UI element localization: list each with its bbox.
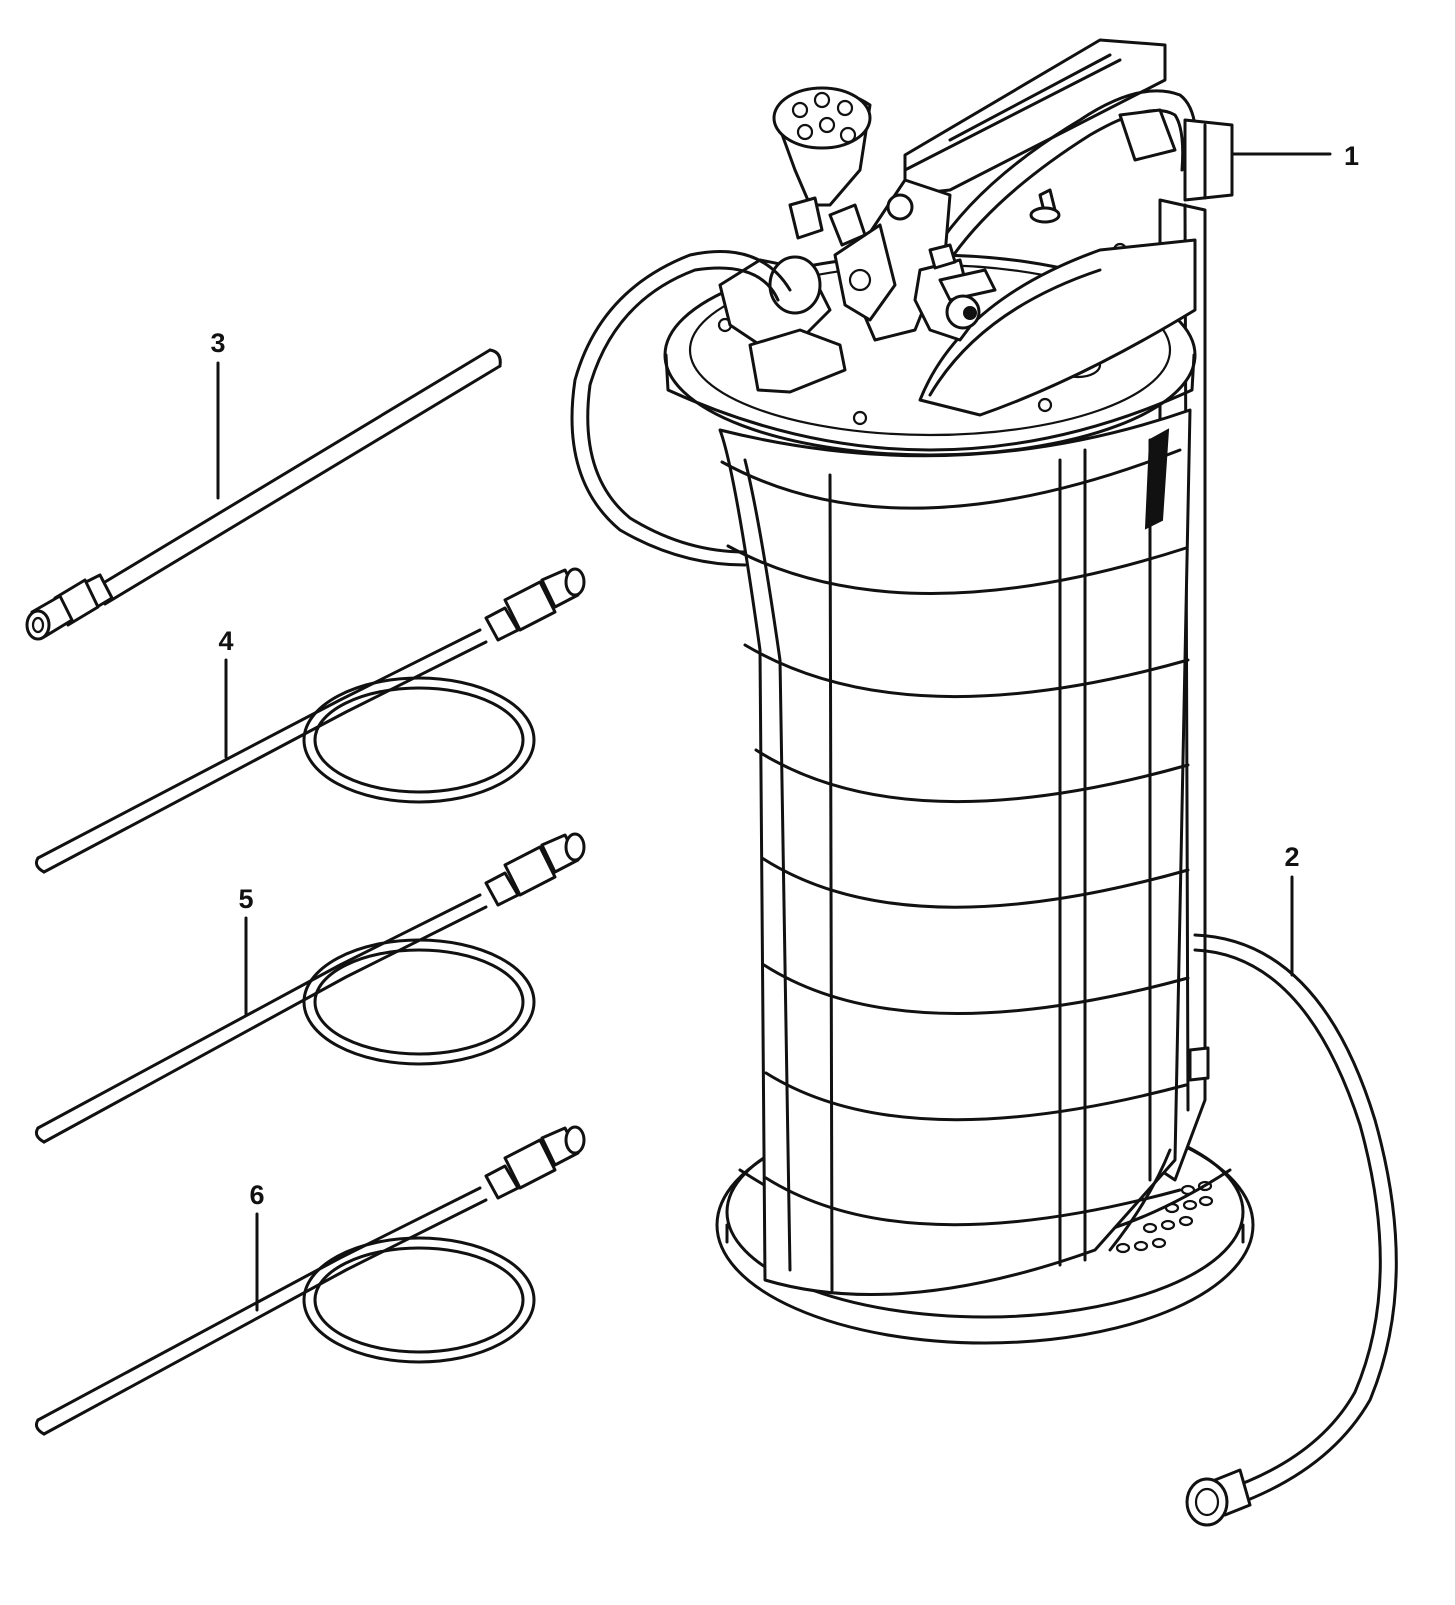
drain-hose-connector	[1185, 1468, 1252, 1527]
hose-port	[718, 255, 847, 394]
callout-2: 2	[1284, 842, 1299, 872]
callout-5: 5	[238, 884, 253, 914]
flexible-probe-tube-b[interactable]	[35, 832, 586, 1144]
probe-6-connector	[484, 1125, 586, 1200]
rigid-suction-probe[interactable]	[25, 348, 502, 641]
suction-hose	[570, 250, 792, 567]
base-vent-holes	[1115, 1180, 1214, 1254]
callout-1: 1	[1344, 141, 1359, 171]
tank-cage-bands	[720, 448, 1190, 1227]
callout-6: 6	[249, 1180, 264, 1210]
drain-hose[interactable]	[1185, 933, 1398, 1527]
carry-handle[interactable]	[903, 38, 1198, 262]
tank-body	[718, 408, 1192, 1297]
flexible-probe-tube-c[interactable]	[35, 1125, 586, 1436]
probe-3-connector	[25, 573, 114, 641]
pump-block	[1183, 118, 1234, 202]
flexible-probe-tube-a[interactable]	[35, 567, 586, 874]
callout-leaders	[216, 152, 1332, 1312]
probe-4-connector	[484, 567, 586, 642]
ball-valve[interactable]	[913, 243, 997, 342]
callout-3: 3	[210, 328, 225, 358]
probe-5-connector	[484, 832, 586, 907]
filter-funnel	[772, 86, 872, 247]
fluid-extractor-unit[interactable]	[570, 38, 1255, 1345]
callout-4: 4	[218, 626, 233, 656]
